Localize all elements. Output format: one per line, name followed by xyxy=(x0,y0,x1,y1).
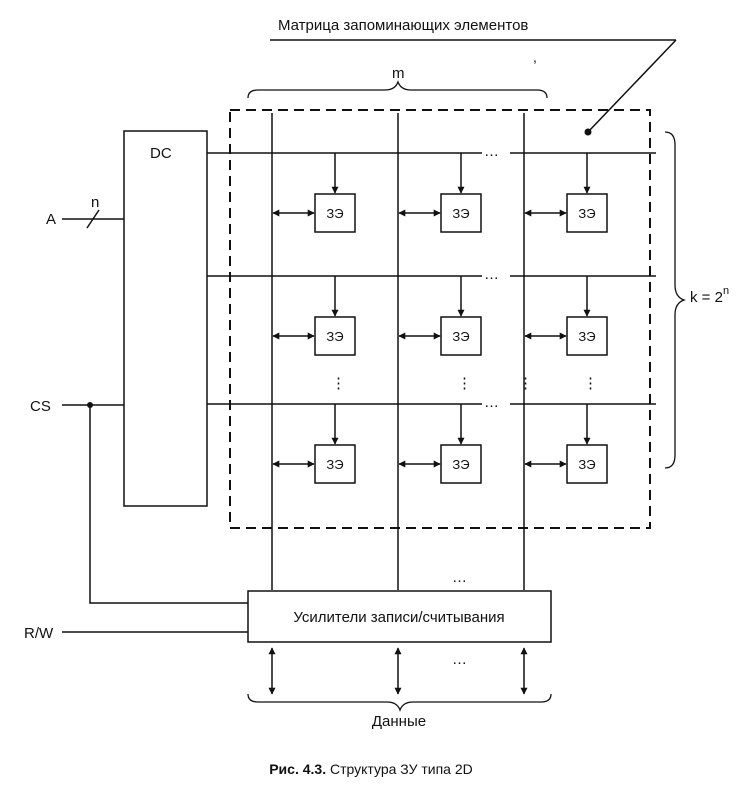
address-bus-width-label: n xyxy=(91,194,99,211)
cs-label: CS xyxy=(30,398,51,415)
figure-caption-prefix: Рис. 4.3. xyxy=(269,761,326,777)
memory-cell-label: ЗЭ xyxy=(326,206,343,221)
row-ellipsis: … xyxy=(484,266,499,283)
memory-cell xyxy=(440,444,482,484)
m-label: m xyxy=(392,65,405,82)
data-brace xyxy=(247,693,552,712)
memory-cell xyxy=(566,444,608,484)
column-ellipsis: ⋮ xyxy=(457,375,472,392)
memory-cell-label: ЗЭ xyxy=(578,457,595,472)
memory-cell-label: ЗЭ xyxy=(452,457,469,472)
memory-cell xyxy=(314,316,356,356)
row-ellipsis: … xyxy=(484,143,499,160)
k-label-main: k = 2 xyxy=(690,289,723,306)
memory-cells: ЗЭ ЗЭ ЗЭ ЗЭ ЗЭ ЗЭ ЗЭ ЗЭ ЗЭ xyxy=(272,153,608,484)
memory-cell-label: ЗЭ xyxy=(578,206,595,221)
memory-cell xyxy=(566,193,608,233)
memory-cell-label: ЗЭ xyxy=(326,457,343,472)
stray-mark: , xyxy=(533,49,537,65)
k-label: k = 2n xyxy=(690,285,729,306)
amplifier-top-ellipsis: … xyxy=(452,569,467,586)
figure-caption-text: Структура ЗУ типа 2D xyxy=(326,761,473,777)
memory-cell xyxy=(314,444,356,484)
k-label-exponent: n xyxy=(723,285,729,297)
memory-cell-label: ЗЭ xyxy=(452,206,469,221)
memory-cell xyxy=(440,193,482,233)
memory-cell-label: ЗЭ xyxy=(452,329,469,344)
title-pointer-line xyxy=(587,39,677,133)
memory-cell-label: ЗЭ xyxy=(578,329,595,344)
memory-cell xyxy=(440,316,482,356)
column-lines xyxy=(271,113,525,590)
m-brace xyxy=(247,80,548,99)
memory-cell xyxy=(566,316,608,356)
read-write-amplifier xyxy=(247,590,552,643)
row-ellipsis: … xyxy=(484,394,499,411)
row-lines xyxy=(207,152,656,405)
address-input-label: A xyxy=(46,211,56,228)
rw-label: R/W xyxy=(24,625,54,642)
k-brace xyxy=(664,131,687,469)
data-ellipsis: … xyxy=(452,651,467,668)
matrix-boundary xyxy=(229,109,651,529)
title-pointer-dot xyxy=(584,128,592,136)
column-ellipsis: ⋮ xyxy=(518,375,533,392)
cs-to-amplifier-line xyxy=(89,405,248,604)
address-bus-slash xyxy=(86,209,100,229)
dc-label: DC xyxy=(150,145,172,162)
column-ellipsis: ⋮ xyxy=(583,375,598,392)
dc-decoder xyxy=(123,130,208,507)
memory-cell-label: ЗЭ xyxy=(326,329,343,344)
figure-caption: Рис. 4.3. Структура ЗУ типа 2D xyxy=(269,761,473,777)
matrix-title: Матрица запоминающих элементов xyxy=(278,17,528,34)
column-ellipsis: ⋮ xyxy=(331,375,346,392)
data-label: Данные xyxy=(372,713,426,730)
memory-cell xyxy=(314,193,356,233)
amplifier-label: Усилители записи/считывания xyxy=(293,609,504,626)
